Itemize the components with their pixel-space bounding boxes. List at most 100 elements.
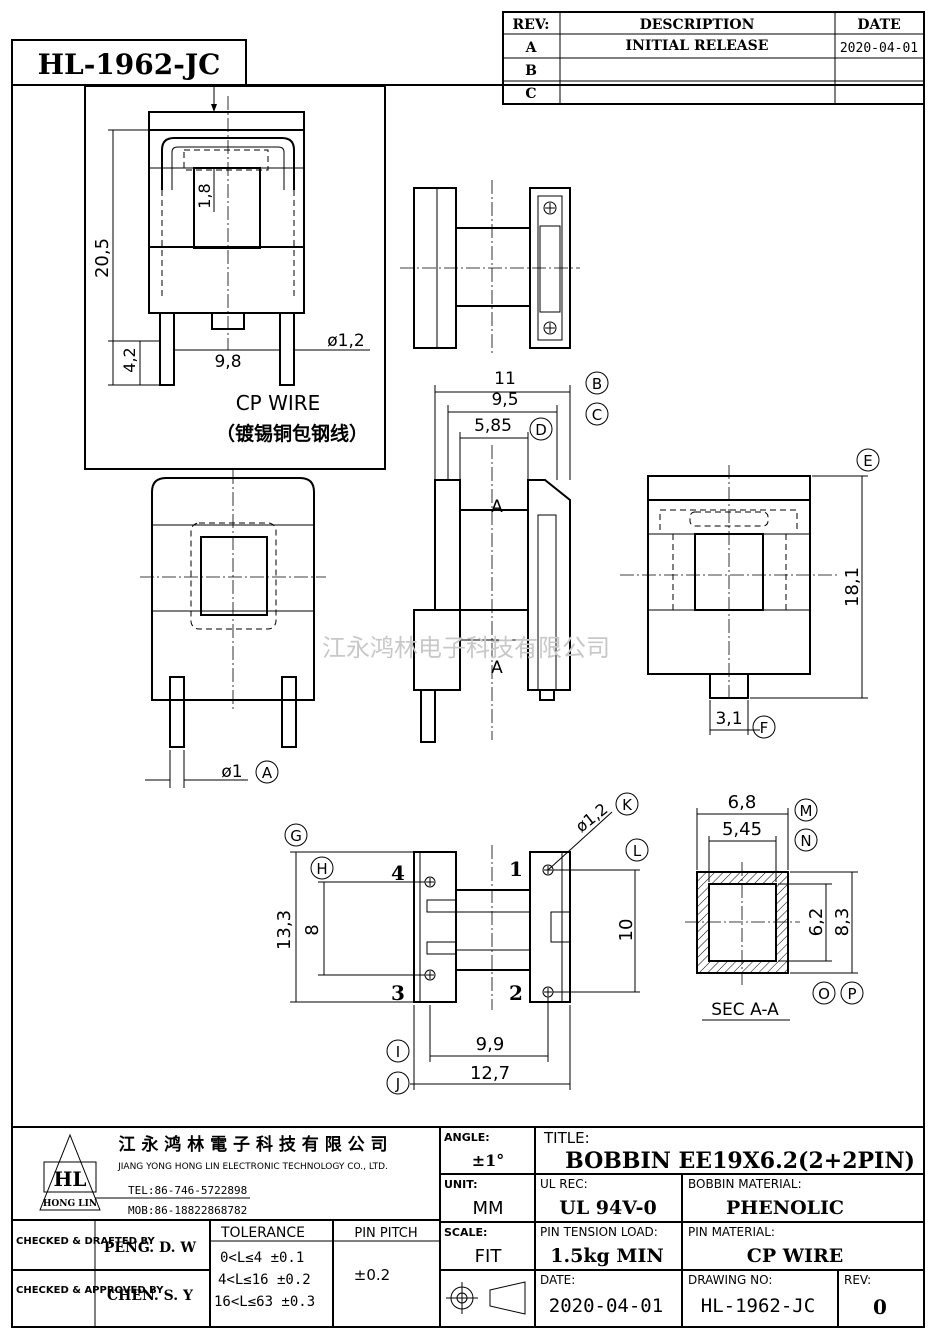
- ul-value: UL 94V-0: [559, 1197, 656, 1219]
- dim-3-1: 3,1: [715, 709, 742, 729]
- pin-tension-label: PIN TENSION LOAD:: [540, 1225, 658, 1239]
- bobbin-material-label: BOBBIN MATERIAL:: [688, 1177, 802, 1191]
- callout-o: O: [812, 981, 836, 1005]
- side-section-view: 11 9,5 5,85 A A: [413, 369, 571, 743]
- callout-j: J: [386, 1071, 410, 1095]
- dim-6-8: 6,8: [728, 792, 757, 813]
- revision-table: REV: DESCRIPTION DATE A INITIAL RELEASE …: [502, 11, 925, 105]
- svg-text:M: M: [800, 802, 813, 820]
- pin-tension: 1.5kg MIN: [550, 1245, 663, 1267]
- dim-11: 11: [494, 369, 516, 389]
- title-value: BOBBIN EE19X6.2(2+2PIN): [565, 1148, 915, 1174]
- svg-text:O: O: [818, 985, 830, 1003]
- dim-10: 10: [616, 919, 637, 942]
- projection-symbol-icon: [446, 1281, 526, 1315]
- callout-g: G: [284, 823, 308, 847]
- rev-row-b: B: [525, 63, 537, 79]
- dim-5-85: 5,85: [474, 416, 512, 436]
- callout-m: M: [794, 798, 818, 822]
- company-name-en: JIANG YONG HONG LIN ELECTRONIC TECHNOLOG…: [117, 1162, 388, 1172]
- top-side-view: [400, 180, 580, 356]
- watermark: 江永鸿林电子科技有限公司: [322, 634, 610, 662]
- dim-top: 1,8: [195, 183, 214, 208]
- pin-3-label: 3: [391, 981, 405, 1005]
- dim-8: 8: [302, 924, 323, 935]
- callout-n: N: [794, 828, 818, 852]
- svg-text:C: C: [592, 406, 602, 424]
- checked-drafted-by: PENG. D. W: [104, 1240, 197, 1256]
- svg-text:L: L: [633, 842, 642, 860]
- date-header: DATE: [857, 17, 900, 33]
- dim-pin-dia-1: ø1: [221, 762, 242, 782]
- pin-material: CP WIRE: [747, 1245, 844, 1267]
- sheet-border: [11, 84, 925, 1328]
- svg-text:D: D: [535, 421, 547, 439]
- svg-text:HL: HL: [54, 1167, 87, 1191]
- svg-text:E: E: [863, 452, 872, 470]
- svg-text:N: N: [800, 832, 811, 850]
- dim-9-9: 9,9: [476, 1034, 505, 1055]
- callout-b: B: [585, 371, 609, 395]
- callout-h: H: [310, 856, 334, 880]
- dim-pin-spacing: 9,8: [214, 352, 241, 372]
- company-logo: HL HONG LIN: [39, 1133, 101, 1211]
- pin-2-label: 2: [509, 981, 523, 1005]
- bottom-pin-view: 4 1 3 2 13,3 8 10 9,9 12,7 ø1,2: [274, 799, 640, 1090]
- scale-label: SCALE:: [444, 1226, 487, 1239]
- scale-value: FIT: [475, 1246, 503, 1267]
- part-number: HL-1962-JC: [38, 48, 221, 81]
- callout-e: E: [856, 448, 880, 472]
- callout-d: D: [529, 417, 553, 441]
- company-mob: MOB:86-18822868782: [128, 1204, 247, 1217]
- dim-8-3: 8,3: [832, 908, 853, 937]
- date-value: 2020-04-01: [549, 1295, 663, 1317]
- callout-k: K: [615, 792, 639, 816]
- drawing-no-label: DRAWING NO:: [688, 1273, 772, 1287]
- pin-pitch: ±0.2: [354, 1266, 390, 1284]
- dim-height: 20,5: [92, 238, 113, 278]
- ul-label: UL REC:: [540, 1177, 588, 1191]
- svg-text:A: A: [262, 764, 273, 782]
- date-label: DATE:: [540, 1273, 575, 1287]
- title-label: TITLE:: [543, 1129, 590, 1147]
- right-view: 18,1 3,1: [620, 465, 868, 735]
- bobbin-material: PHENOLIC: [726, 1197, 844, 1219]
- rev-value: 0: [873, 1295, 887, 1319]
- callout-a: A: [255, 760, 279, 784]
- dim-wire-dia: ø1,2: [327, 331, 364, 351]
- dim-pin-len: 4,2: [120, 347, 139, 372]
- checked-drafted-label: CHECKED & DRAFTED BY: [16, 1236, 156, 1247]
- svg-text:G: G: [290, 827, 302, 845]
- dim-13-3: 13,3: [274, 910, 295, 950]
- checked-approved-label: CHECKED & APPROVED BY: [16, 1285, 164, 1296]
- unit-value: MM: [472, 1198, 503, 1219]
- tolerance-row-1: 0<L≤4 ±0.1: [220, 1250, 304, 1266]
- pin-1-label: 1: [509, 857, 523, 881]
- section-mark-bottom: A: [491, 658, 503, 678]
- rev-row-c: C: [525, 86, 536, 102]
- dim-12-7: 12,7: [470, 1063, 510, 1084]
- rev-header: REV:: [513, 17, 550, 33]
- description-header: DESCRIPTION: [640, 17, 755, 33]
- callout-p: P: [840, 981, 864, 1005]
- svg-text:HONG LIN: HONG LIN: [43, 1199, 97, 1209]
- section-label: SEC A-A: [711, 1000, 779, 1020]
- callout-f: F: [752, 715, 776, 739]
- svg-text:F: F: [760, 719, 769, 737]
- tolerance-label: TOLERANCE: [220, 1225, 305, 1241]
- svg-text:I: I: [396, 1043, 400, 1061]
- company-name-cn: 江 永 鸿 林 電 子 科 技 有 限 公 司: [118, 1134, 387, 1155]
- rev-row-a-date: 2020-04-01: [840, 41, 918, 56]
- callout-c: C: [585, 402, 609, 426]
- rev-row-a: A: [525, 40, 538, 56]
- section-mark-top: A: [491, 497, 503, 517]
- title-block: HL HONG LIN 江 永 鸿 林 電 子 科 技 有 限 公 司 JIAN…: [12, 1126, 924, 1327]
- dim-5-45: 5,45: [722, 819, 762, 840]
- callout-l: L: [625, 838, 649, 862]
- pin-pitch-label: PIN PITCH: [354, 1226, 417, 1241]
- angle-label: ANGLE:: [444, 1131, 490, 1144]
- checked-approved-by: CHEN. S. Y: [107, 1288, 194, 1304]
- dim-9-5: 9,5: [491, 390, 518, 410]
- svg-text:J: J: [395, 1075, 400, 1093]
